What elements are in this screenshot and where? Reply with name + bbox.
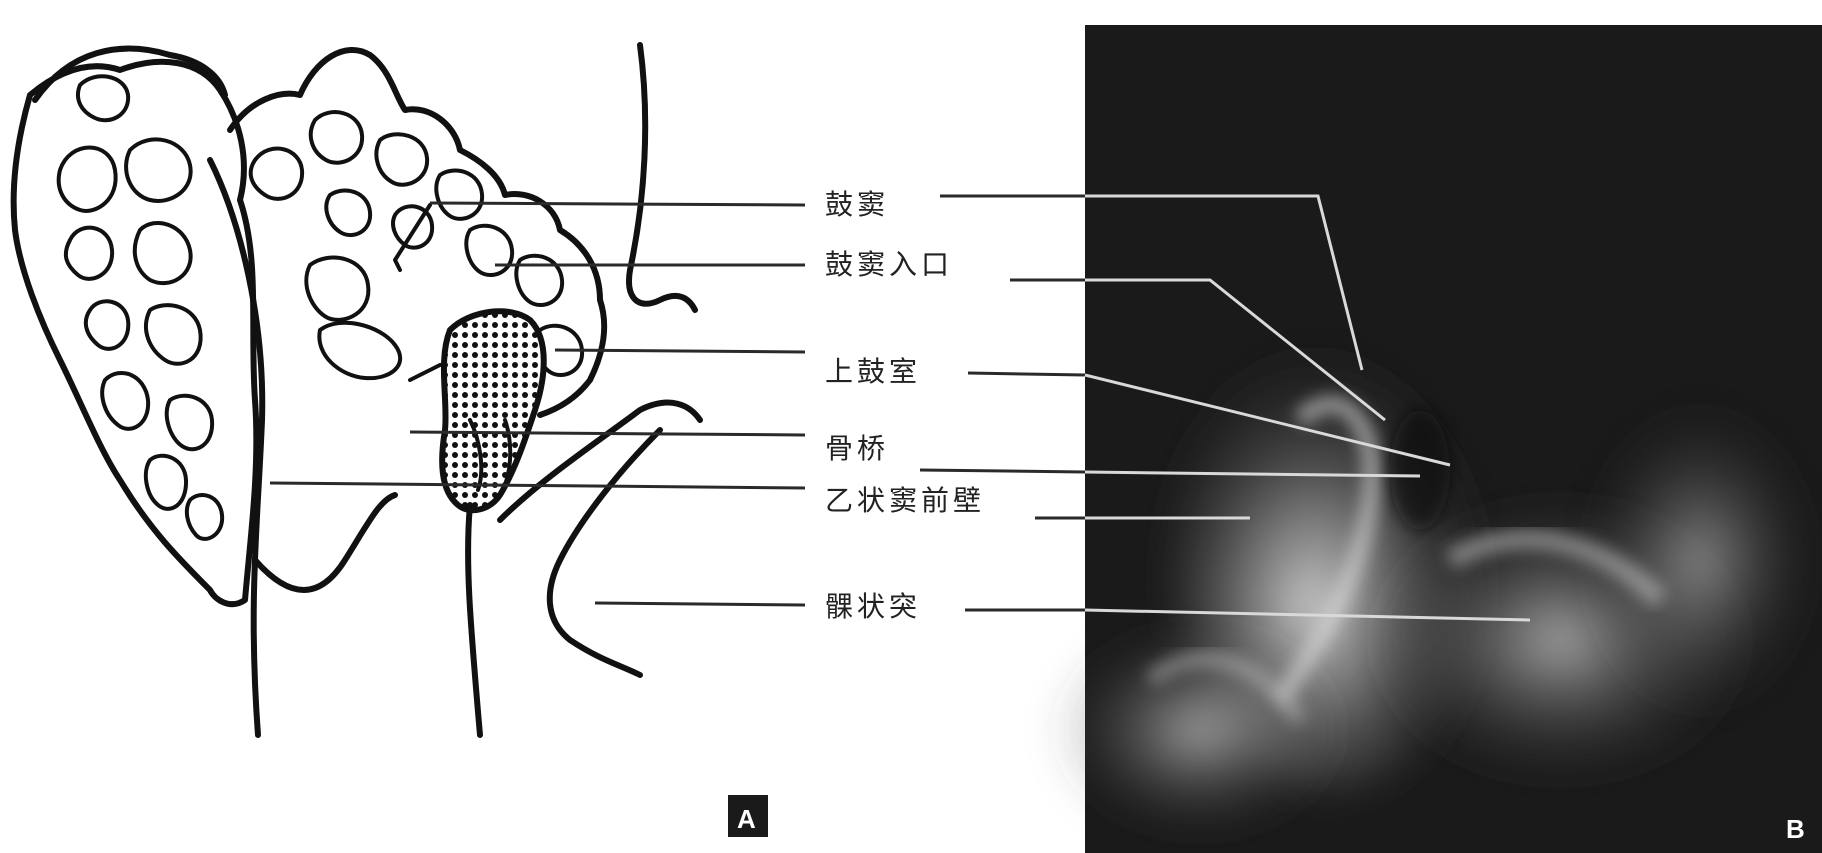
label-tympanic-sinus: 鼓窦 — [825, 188, 889, 221]
label-epitympanum: 上鼓室 — [825, 355, 921, 388]
label-aditus: 鼓窦入口 — [825, 248, 953, 281]
posterior-line — [629, 45, 695, 310]
panel-b-letter: B — [1786, 814, 1805, 844]
antrum-cluster-outline — [230, 50, 604, 415]
panel-b-tag: B — [1775, 805, 1817, 849]
label-bony-bridge: 骨桥 — [825, 432, 889, 465]
panel-b-radiograph — [1050, 25, 1822, 853]
panel-a-letter: A — [737, 804, 756, 834]
panel-a-tag: A — [728, 795, 768, 837]
labels-column: 鼓窦 鼓窦入口 上鼓室 骨桥 乙状窦前壁 髁状突 — [825, 188, 985, 623]
label-condyle: 髁状突 — [825, 590, 921, 623]
panel-a-drawing — [14, 45, 700, 735]
sigmoid-inner-line — [255, 495, 395, 590]
ossicle-mass — [442, 311, 544, 510]
canal-left-line — [468, 505, 480, 735]
label-sigmoid-anterior-wall: 乙状窦前壁 — [825, 484, 985, 517]
